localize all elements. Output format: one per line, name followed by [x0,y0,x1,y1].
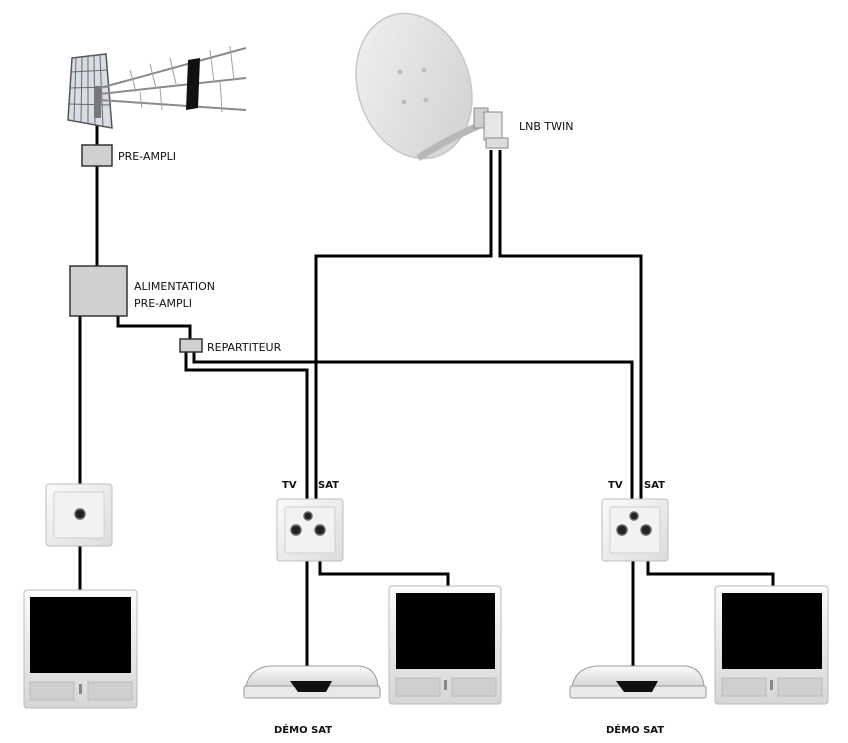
lnb-twin-label: LNB TWIN [519,120,573,133]
outlet-2-sat-label: SAT [644,480,665,491]
alimentation-label-line2: PRE-AMPLI [134,297,192,310]
satellite-dish-icon [355,12,509,161]
wire-repartiteur-to-tv-outlet-1 [184,352,309,508]
coax-socket-icon [629,511,639,521]
tv-set-left-icon [23,589,138,709]
outlet-2-tv-label: TV [608,480,623,491]
wall-plate-tv-sat-1 [276,498,344,562]
wire-repartiteur-to-tv-outlet-2 [192,352,634,508]
wire-alimentation-to-repartiteur [116,316,192,340]
wire-lnb-to-sat-outlet-1 [314,150,493,508]
coax-socket-icon [616,524,628,536]
wall-plate-tv-sat-2 [601,498,669,562]
coax-socket-icon [640,524,652,536]
wire-lnb-to-sat-outlet-2 [498,150,643,508]
pre-ampli-box [81,144,113,167]
outlet-1-tv-label: TV [282,480,297,491]
outlet-1-sat-label: SAT [318,480,339,491]
wall-plate-terrestrial [45,483,113,547]
coax-socket-icon [290,524,302,536]
coax-socket-icon [314,524,326,536]
sat-receiver-1-icon [243,665,381,699]
demo-sat-1-label: DÉMO SAT [274,723,332,736]
sat-receiver-2-icon [569,665,707,699]
alimentation-label-line1: ALIMENTATION [134,280,215,293]
coax-socket-icon [303,511,313,521]
repartiteur-label: REPARTITEUR [207,341,282,354]
pre-ampli-label: PRE-AMPLI [118,150,176,163]
alimentation-box [69,265,128,317]
repartiteur-box [179,338,203,353]
terrestrial-antenna-icon [67,45,247,129]
tv-set-right-icon [714,585,829,705]
coax-socket-icon [74,508,86,520]
demo-sat-2-label: DÉMO SAT [606,723,664,736]
tv-set-middle-icon [388,585,502,705]
